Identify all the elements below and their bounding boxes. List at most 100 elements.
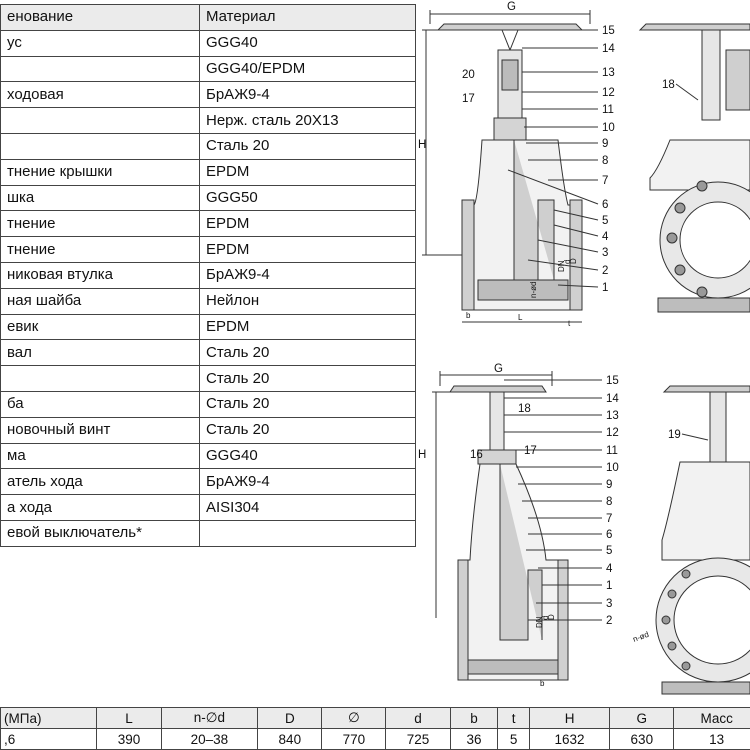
part-name-cell: ус <box>0 29 200 57</box>
spec-value-cell: 1632 <box>528 728 611 750</box>
table-row: Сталь 20 <box>0 132 416 160</box>
callout-label: 6 <box>606 529 612 541</box>
spec-header-cell: (МПа) <box>0 707 98 729</box>
part-name-cell: тнение <box>0 210 200 238</box>
callout-label: 17 <box>524 445 537 457</box>
header-material-cell: Материал <box>199 4 416 31</box>
dim-dn-top: DN <box>557 260 566 272</box>
dim-d-bottom: d <box>541 616 550 620</box>
spec-value-cell: 390 <box>96 728 162 750</box>
part-material-cell: Сталь 20 <box>199 365 416 392</box>
part-name-cell <box>0 365 200 392</box>
callout-label: 9 <box>602 138 608 150</box>
part-material-cell: Нерж. сталь 20X13 <box>199 107 416 134</box>
dim-h-top: H <box>418 139 426 151</box>
spec-value-cell: 13 <box>673 728 750 750</box>
part-material-cell: БрАЖ9-4 <box>199 261 416 289</box>
part-material-cell: БрАЖ9-4 <box>199 81 416 109</box>
spec-header-cell: n-∅d <box>160 707 259 729</box>
callout-label: 1 <box>602 282 608 294</box>
callout-label: 10 <box>602 122 615 134</box>
dim-b-top: b <box>466 311 471 320</box>
dim-g-bottom: G <box>494 363 503 375</box>
spec-header-cell: G <box>609 707 675 729</box>
part-material-cell: Сталь 20 <box>199 339 416 367</box>
part-material-cell: EPDM <box>199 158 416 186</box>
dim-D-top: D <box>569 258 578 264</box>
dim-b-bottom: b <box>540 679 545 688</box>
dim-dn-bottom: DN <box>535 616 544 628</box>
part-name-cell: евик <box>0 313 200 341</box>
callout-label: 14 <box>606 393 619 405</box>
part-name-cell: никовая втулка <box>0 261 200 289</box>
dim-nd-top: n-ød <box>529 282 538 298</box>
callout-label: 5 <box>602 215 608 227</box>
spec-header-cell: ∅ <box>321 707 387 729</box>
callout-label: 1 <box>606 580 612 592</box>
callout-label: 16 <box>470 449 483 461</box>
spec-header-cell: b <box>449 707 499 729</box>
bottom-side-view <box>655 385 750 695</box>
top-side-view <box>638 23 750 313</box>
callout-label: 6 <box>602 199 608 211</box>
spec-value-cell: ,6 <box>0 728 98 750</box>
dim-g-top: G <box>507 1 516 13</box>
part-material-cell: GGG40 <box>199 442 416 470</box>
part-material-cell: Нейлон <box>199 287 416 315</box>
callout-label: 15 <box>602 25 615 37</box>
callout-label: 7 <box>602 175 608 187</box>
callout-label: 13 <box>606 410 619 422</box>
dim-t-top: t <box>568 319 571 328</box>
part-name-cell: ба <box>0 390 200 418</box>
callout-label: 13 <box>602 67 615 79</box>
part-name-cell: новочный винт <box>0 416 200 444</box>
part-material-cell: GGG40 <box>199 29 416 57</box>
spec-header-cell: d <box>385 707 451 729</box>
callout-label: 2 <box>602 265 608 277</box>
spec-value-cell: 630 <box>609 728 675 750</box>
part-material-cell: EPDM <box>199 210 416 238</box>
part-name-cell: тнение крышки <box>0 158 200 186</box>
callout-label: 5 <box>606 545 612 557</box>
callout-label: 3 <box>602 247 608 259</box>
part-material-cell: EPDM <box>199 236 416 263</box>
part-name-cell: вал <box>0 339 200 367</box>
part-name-cell: ная шайба <box>0 287 200 315</box>
spec-header-cell: D <box>257 707 323 729</box>
part-name-cell <box>0 107 200 134</box>
callout-label: 7 <box>606 513 612 525</box>
table-row: GGG40/EPDM <box>0 55 416 83</box>
spec-header-cell: t <box>497 707 530 729</box>
part-material-cell: Сталь 20 <box>199 132 416 160</box>
top-front-view <box>422 10 599 323</box>
header-name-cell: енование <box>0 4 200 31</box>
part-material-cell: Сталь 20 <box>199 416 416 444</box>
callout-label: 8 <box>602 155 608 167</box>
dim-l-top: L <box>518 313 523 322</box>
part-material-cell: AISI304 <box>199 494 416 521</box>
part-material-cell: Сталь 20 <box>199 390 416 418</box>
part-name-cell <box>0 55 200 83</box>
table-row: Сталь 20 <box>0 365 416 392</box>
bottom-front-view <box>432 371 602 681</box>
callout-label: 12 <box>602 87 615 99</box>
callout-label: 18 <box>662 79 675 91</box>
dim-nd-bottom: n-ød <box>632 630 651 644</box>
